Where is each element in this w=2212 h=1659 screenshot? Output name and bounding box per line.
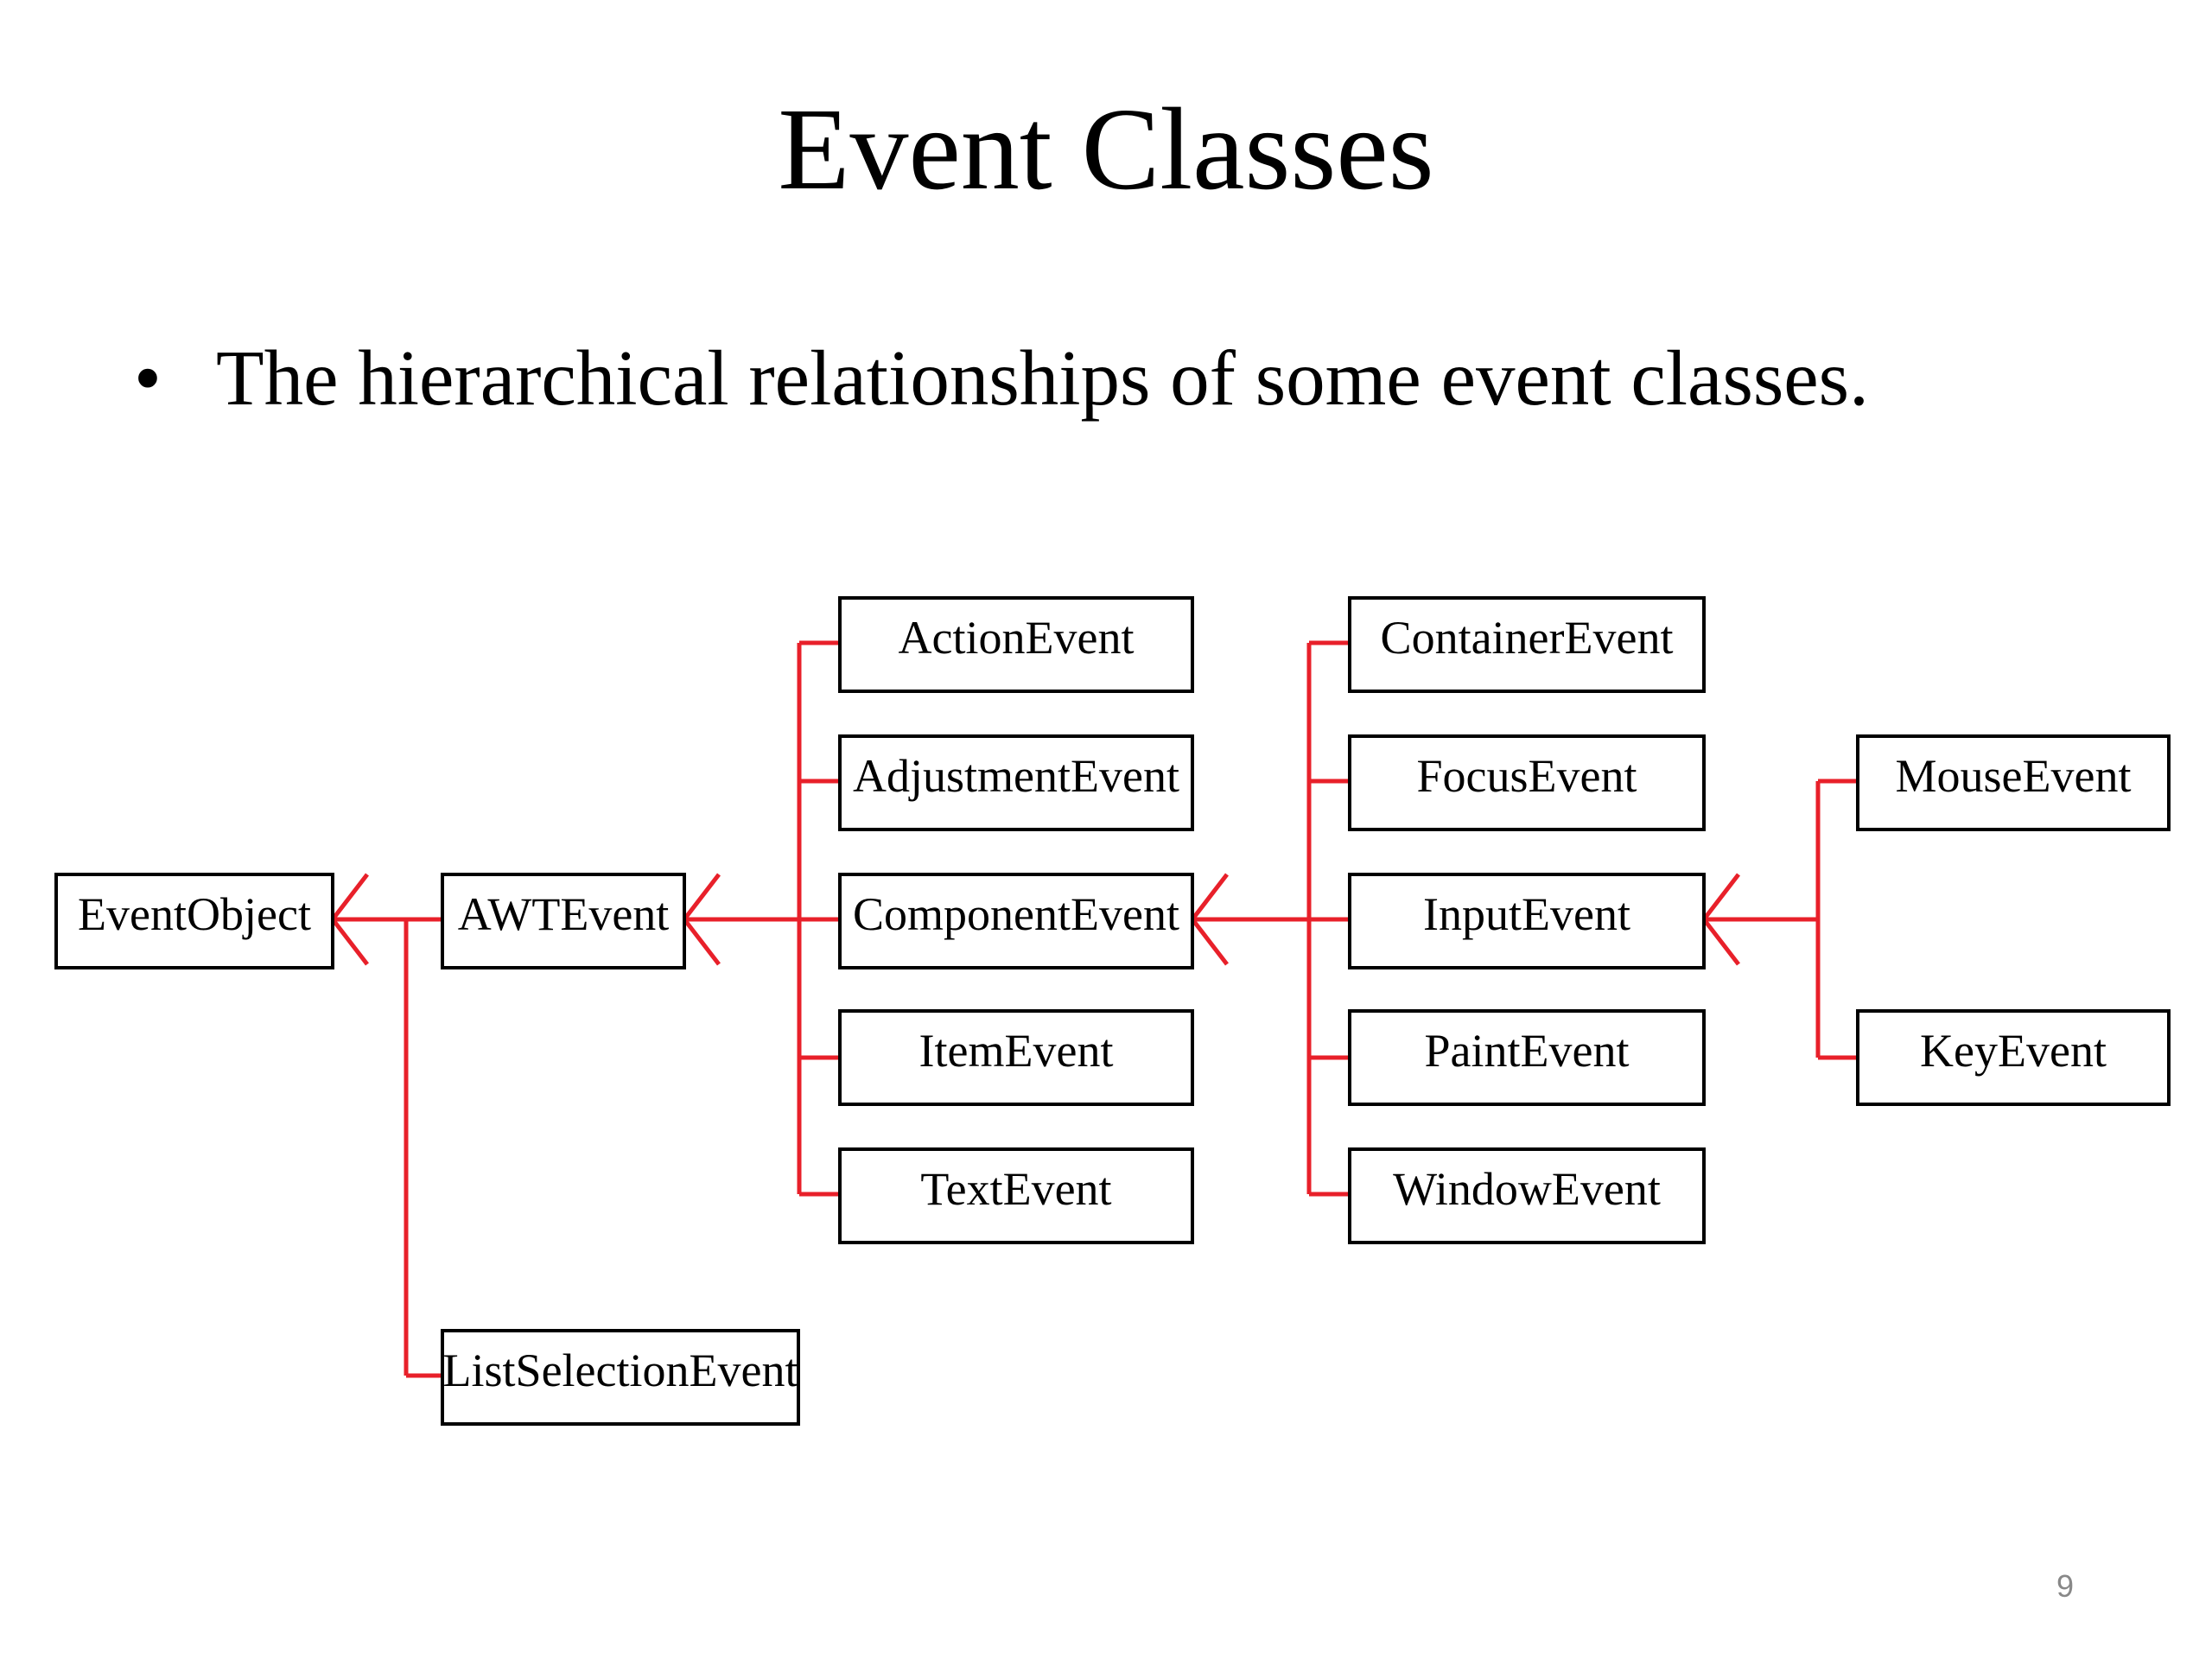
label-itemevent: ItemEvent [919,1025,1114,1077]
box-containerevent [1348,596,1706,693]
box-inputevent [1348,873,1706,969]
label-componentevent: ComponentEvent [853,888,1179,940]
label-listselectionevent: ListSelectionEvent [443,1344,798,1396]
box-focusevent [1348,734,1706,831]
box-itemevent [838,1009,1194,1106]
bullet-marker: • [134,334,162,422]
box-mouseevent [1856,734,2171,831]
box-paintevent [1348,1009,1706,1106]
page-number: 9 [2056,1568,2075,1604]
box-textevent [838,1147,1194,1244]
slide-title: Event Classes [778,85,1434,214]
label-windowevent: WindowEvent [1393,1163,1661,1215]
bullet-text: The hierarchical relationships of some e… [216,334,1869,422]
box-keyevent [1856,1009,2171,1106]
label-mouseevent: MouseEvent [1896,750,2132,802]
connectors [329,640,1858,1378]
box-awtevent [441,873,686,969]
box-listselectionevent [441,1329,800,1426]
label-awtevent: AWTEvent [458,888,670,940]
box-actionevent [838,596,1194,693]
bullet-item: • The hierarchical relationships of some … [134,333,1869,423]
label-actionevent: ActionEvent [899,612,1135,664]
label-adjustmentevent: AdjustmentEvent [853,750,1179,802]
label-containerevent: ContainerEvent [1381,612,1674,664]
class-labels: EventObject AWTEvent ListSelectionEvent … [78,612,2131,1396]
box-windowevent [1348,1147,1706,1244]
label-inputevent: InputEvent [1423,888,1630,940]
box-eventobject [54,873,334,969]
box-adjustmentevent [838,734,1194,831]
label-paintevent: PaintEvent [1425,1025,1630,1077]
class-boxes [54,596,2171,1426]
label-eventobject: EventObject [78,888,311,940]
label-keyevent: KeyEvent [1920,1025,2107,1077]
label-focusevent: FocusEvent [1417,750,1637,802]
box-componentevent [838,873,1194,969]
label-textevent: TextEvent [920,1163,1111,1215]
